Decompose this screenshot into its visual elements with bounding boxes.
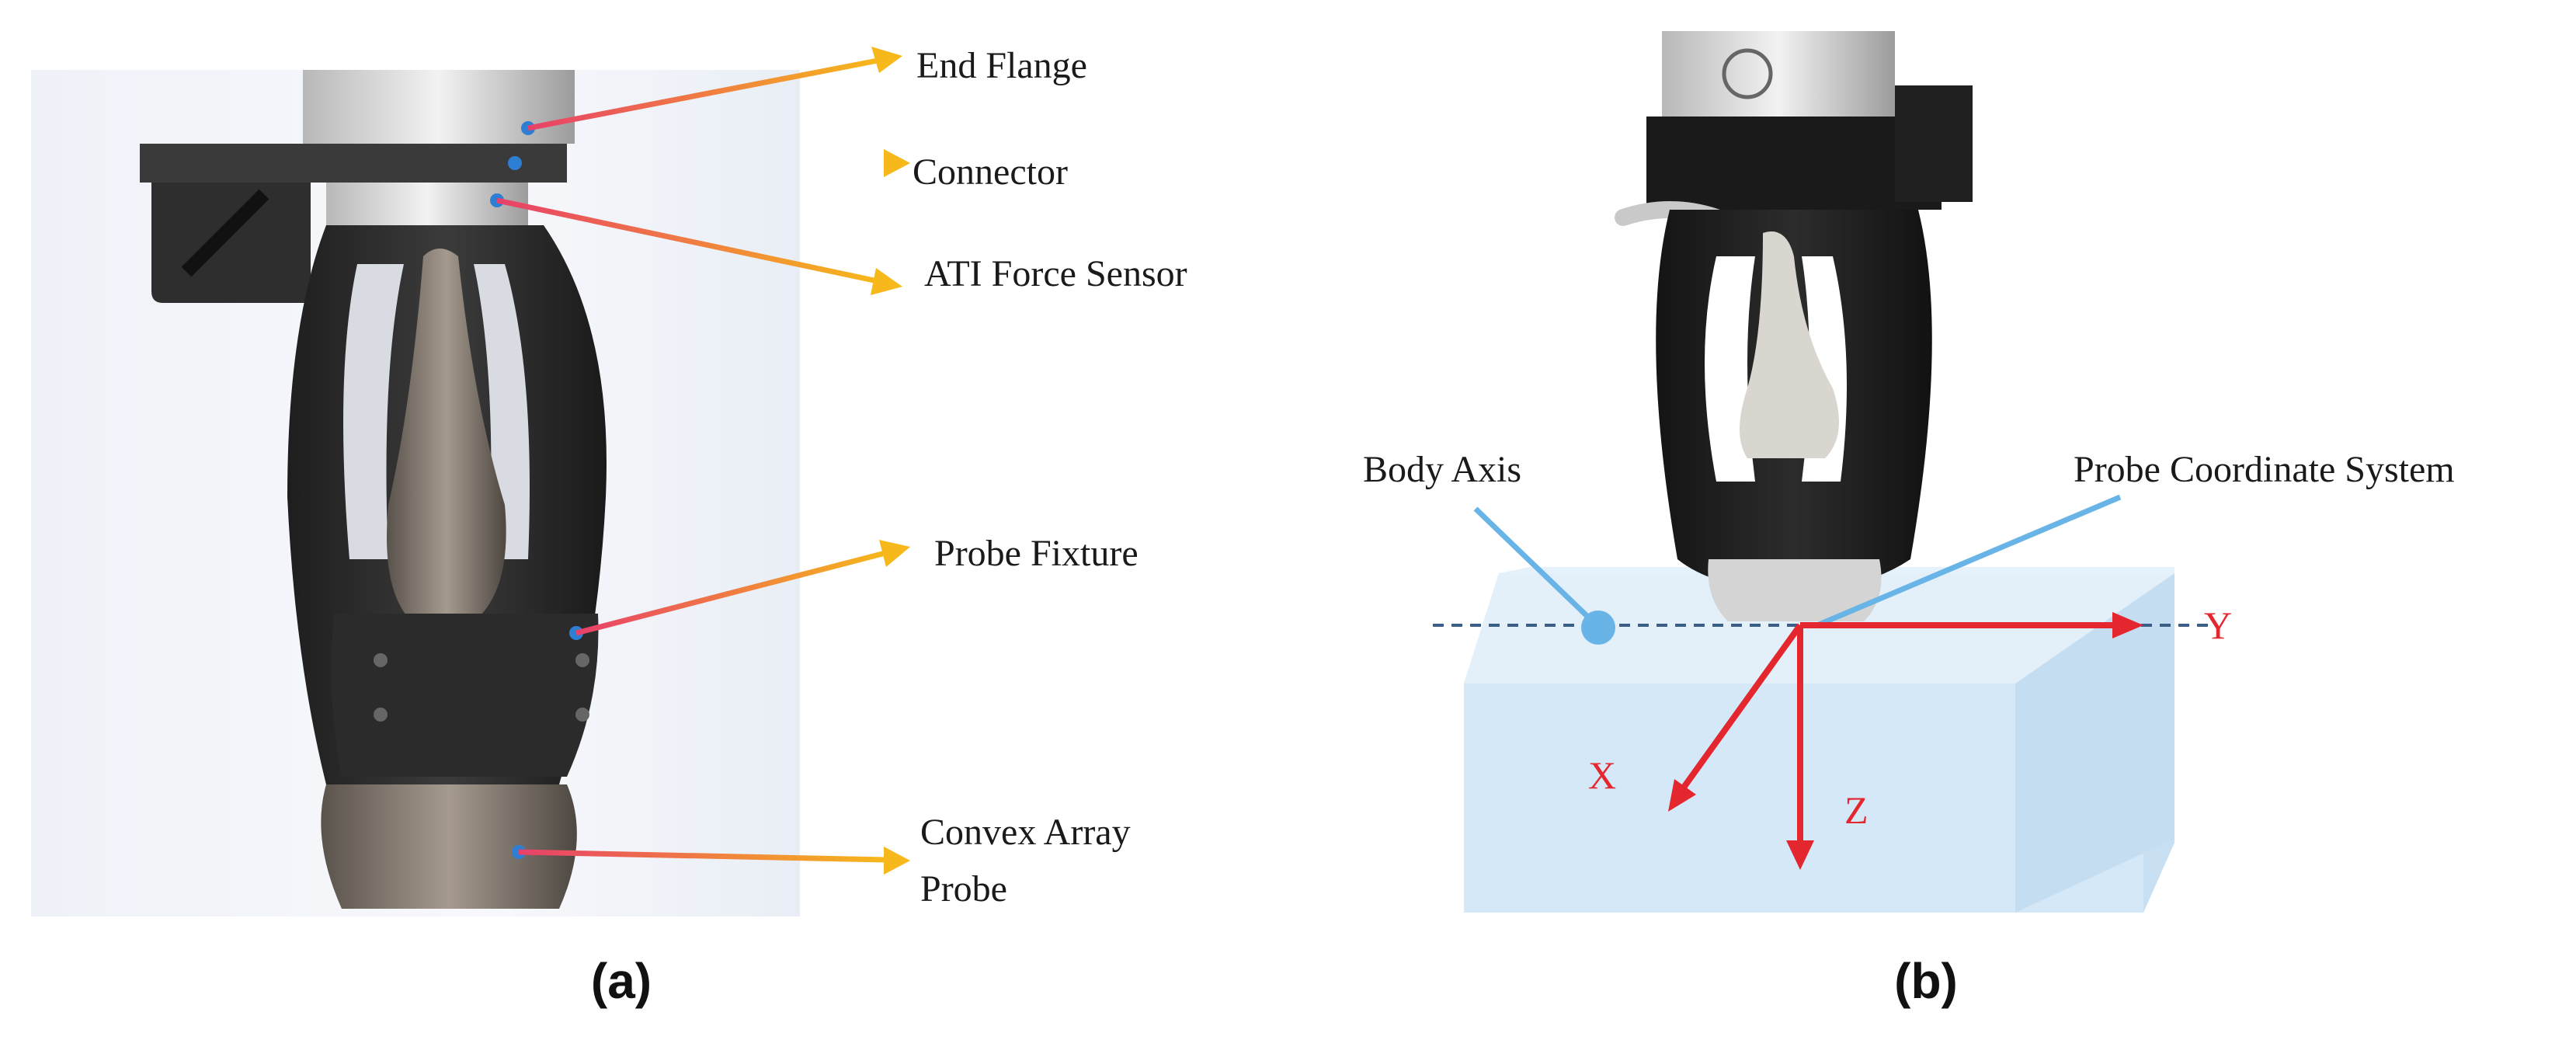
photo-probe-tip	[1708, 559, 1882, 621]
label-axis-y: Y	[2204, 603, 2232, 647]
fixture-screw	[575, 708, 589, 722]
coordinate-axes	[1668, 612, 2143, 870]
callout-arrows	[496, 47, 910, 875]
fixture-band	[331, 614, 599, 777]
block-right-face	[2015, 573, 2174, 913]
arrow-head	[871, 268, 902, 295]
label-end-flange: End Flange	[916, 45, 1087, 86]
caption-b: (b)	[1894, 953, 1958, 1009]
label-connector: Connector	[913, 151, 1068, 193]
bracket-rib	[181, 189, 269, 277]
y-arrow-head	[2112, 612, 2143, 638]
label-axis-x: X	[1588, 753, 1616, 797]
body-axis-leader	[1473, 506, 1601, 629]
label-axis-z: Z	[1844, 788, 1869, 832]
cage-window-right	[474, 264, 530, 559]
photo-flange	[1662, 31, 1895, 117]
z-arrow-head	[1786, 840, 1814, 870]
label-force-sensor: ATI Force Sensor	[924, 253, 1187, 294]
fixture-screw	[374, 708, 388, 722]
arrow-probe-fixture	[575, 550, 886, 636]
arrow-head	[871, 47, 902, 73]
connector-bracket	[151, 183, 311, 303]
photo-mount	[1646, 117, 1942, 210]
end-flange-shape	[303, 70, 575, 144]
arrow-force-sensor	[496, 197, 878, 284]
probe-cs-leader	[1816, 494, 2122, 628]
convex-probe-shape	[321, 784, 577, 909]
label-body-axis: Body Axis	[1363, 449, 1521, 490]
body-axis-dot	[1581, 610, 1615, 645]
arrow-head	[884, 847, 910, 875]
x-arrow-head	[1668, 779, 1696, 812]
label-probe-coordinate-system: Probe Coordinate System	[2074, 449, 2455, 490]
arrow-convex-probe	[518, 849, 886, 863]
probe-handle-shape	[387, 249, 506, 621]
fixture-screw	[374, 653, 388, 667]
caption-a: (a)	[591, 953, 652, 1009]
label-probe-fixture: Probe Fixture	[934, 533, 1139, 574]
photo-mount-wing	[1895, 85, 1973, 202]
connector-shape	[140, 144, 567, 183]
x-axis-arrow	[1678, 623, 1803, 793]
panel-a: End Flange Connector ATI Force Sensor Pr…	[31, 45, 1187, 1009]
label-convex-probe-2: Probe	[920, 868, 1007, 910]
panel-b: Body Axis Probe Coordinate System Y X Z …	[1363, 31, 2455, 1009]
photo-probe	[1740, 231, 1839, 458]
flange-bolt-ring	[1722, 48, 1773, 99]
arrow-head	[879, 540, 910, 567]
cage-window-left	[343, 264, 404, 559]
arrow-end-flange	[527, 57, 878, 131]
arrow-head	[884, 149, 910, 177]
label-convex-probe-1: Convex Array	[920, 812, 1131, 853]
fixture-screw	[575, 653, 589, 667]
